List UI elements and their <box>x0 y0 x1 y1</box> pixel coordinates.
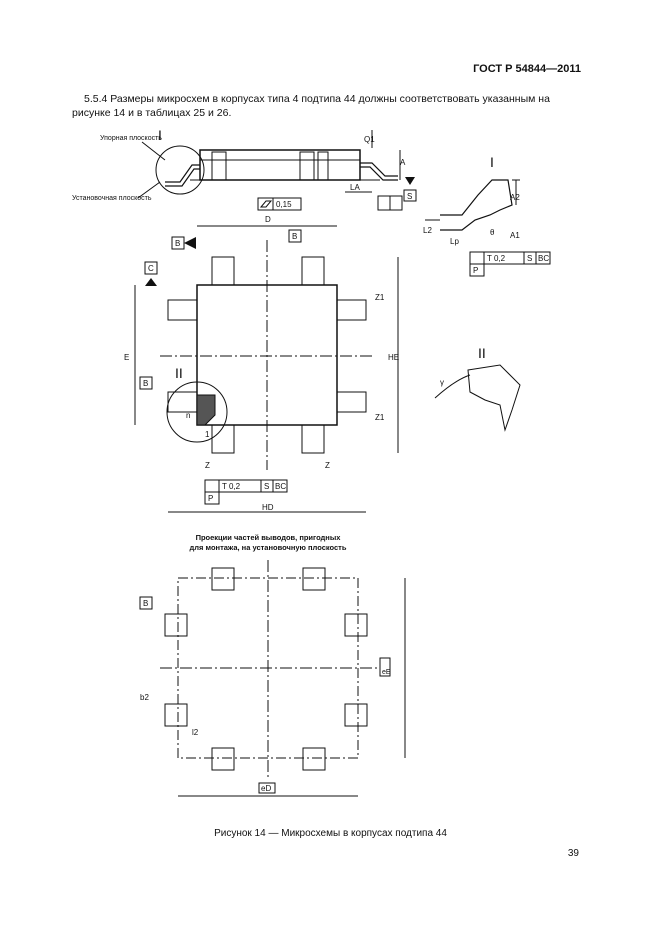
z-right-label: Z <box>325 461 330 470</box>
e-label: E <box>124 353 129 362</box>
ee-label: eE <box>382 669 391 676</box>
b2-label: b2 <box>140 693 149 702</box>
detail-II-label: II <box>175 365 183 381</box>
lead-width-b: B <box>292 232 297 241</box>
footprint-b-label: B <box>143 599 148 608</box>
detail-II-view: II γ <box>434 345 521 432</box>
lp-label: Lp <box>450 237 459 246</box>
detail-II-title: II <box>478 345 486 361</box>
left-b-label: B <box>143 379 148 388</box>
datum-s-box: S <box>407 192 412 201</box>
detailI-tol-p: P <box>473 266 478 275</box>
detail-I-label: I <box>158 127 162 143</box>
d-label: D <box>265 215 271 224</box>
pin-1-label: 1 <box>205 430 210 439</box>
la-label: LA <box>350 183 360 192</box>
top-tol-value: T 0,2 <box>222 482 241 491</box>
seating-stop-label: Упорная плоскость <box>100 135 162 142</box>
a2-label: A2 <box>510 193 520 202</box>
top-tol-p: P <box>208 494 213 503</box>
seating-plane-label: Установочная плоскость <box>72 195 152 202</box>
pin-n-label: n <box>186 411 190 420</box>
gamma-label: γ <box>440 378 444 387</box>
projection-caption-line2: для монтажа, на установочную плоскость <box>190 543 347 552</box>
detail-I-view: I A2 A1 θ L2 Lp T 0,2 S BC P <box>423 154 551 277</box>
ed-label: eD <box>261 784 271 793</box>
datum-c: C <box>148 264 154 273</box>
datum-b: B <box>175 239 180 248</box>
top-tol-s: S <box>264 482 269 491</box>
hd-label: HD <box>262 503 274 512</box>
page-number: 39 <box>567 848 579 859</box>
l2-footprint-label: l2 <box>192 728 199 737</box>
top-tol-bc: BC <box>275 482 286 491</box>
standard-header: ГОСТ Р 54844—2011 <box>473 63 581 75</box>
detailI-tol-bc: BC <box>538 254 549 263</box>
a1-label: A1 <box>510 231 520 240</box>
detailI-tol-s: S <box>527 254 532 263</box>
a-label: A <box>400 158 406 167</box>
detail-I-title: I <box>490 154 494 170</box>
he-label: HE <box>388 353 399 362</box>
top-view: D B B C E HE HD Z1 Z1 Z Z II n <box>124 215 399 513</box>
side-view: I Упорная плоскость Установочная плоскос… <box>72 127 417 211</box>
figure-caption: Рисунок 14 — Микросхемы в корпусах подти… <box>214 828 447 839</box>
projection-caption: Проекции частей выводов, пригодных для м… <box>190 533 347 552</box>
z-left-label: Z <box>205 461 210 470</box>
projection-caption-line1: Проекции частей выводов, пригодных <box>196 533 342 542</box>
detailI-tol-value: T 0,2 <box>487 254 506 263</box>
theta-label: θ <box>490 228 495 237</box>
section-paragraph: 5.5.4 Размеры микросхем в корпусах типа … <box>72 93 550 119</box>
footprint-view: eD eE B b2 l2 <box>139 560 406 797</box>
z1-bottom-label: Z1 <box>375 413 385 422</box>
flatness-value: 0,15 <box>276 200 292 209</box>
q1-label: Q1 <box>364 135 375 144</box>
z1-top-label: Z1 <box>375 293 385 302</box>
l2-label: L2 <box>423 226 432 235</box>
